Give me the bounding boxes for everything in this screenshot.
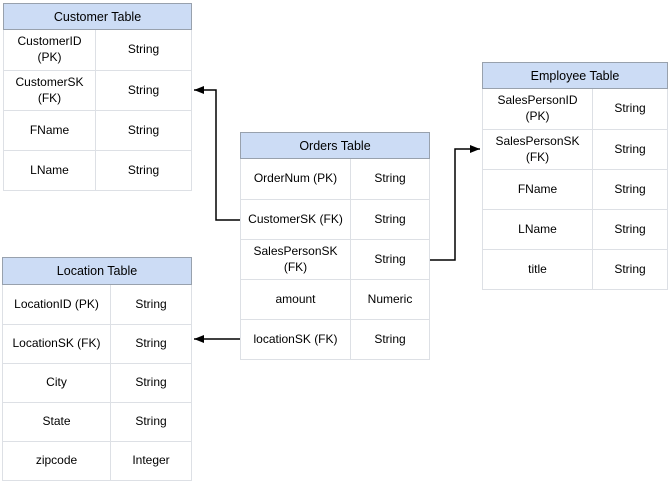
- table-orders-body: OrderNum (PK) String CustomerSK (FK) Str…: [240, 159, 430, 360]
- field-cell: title: [483, 250, 593, 289]
- table-customer[interactable]: Customer Table CustomerID (PK) String Cu…: [3, 3, 192, 191]
- type-cell: String: [614, 261, 646, 276]
- table-row: LName String: [483, 209, 667, 249]
- type-cell: String: [135, 296, 167, 311]
- type-cell: String: [135, 336, 167, 351]
- connector-orders-to-customer[interactable]: [194, 86, 240, 221]
- table-row: SalesPersonSK (FK) String: [483, 129, 667, 169]
- table-row: SalesPersonID (PK) String: [483, 89, 667, 129]
- table-row: zipcode Integer: [3, 441, 191, 480]
- field-cell: LocationSK (FK): [3, 325, 111, 363]
- table-employee-body: SalesPersonID (PK) String SalesPersonSK …: [482, 89, 668, 290]
- type-cell: String: [127, 162, 160, 177]
- type-cell: String: [127, 42, 160, 57]
- table-employee-title: Employee Table: [482, 62, 668, 89]
- table-row: amount Numeric: [241, 279, 429, 319]
- field-cell: SalesPersonID (PK): [483, 89, 593, 129]
- table-row: CustomerSK (FK) String: [241, 199, 429, 239]
- table-row: title String: [483, 249, 667, 289]
- table-customer-body: CustomerID (PK) String CustomerSK (FK) S…: [3, 30, 192, 191]
- table-customer-title: Customer Table: [3, 3, 192, 30]
- table-row: FName String: [483, 169, 667, 209]
- type-cell: Integer: [132, 453, 170, 468]
- field-cell: locationSK (FK): [241, 320, 351, 359]
- field-cell: SalesPersonSK (FK): [483, 130, 593, 169]
- table-row: City String: [3, 363, 191, 402]
- type-cell: String: [135, 375, 167, 390]
- type-cell: String: [614, 221, 646, 236]
- field-cell: SalesPersonSK (FK): [241, 240, 351, 279]
- table-row: OrderNum (PK) String: [241, 159, 429, 199]
- field-cell: LocationID (PK): [3, 285, 111, 324]
- type-cell: String: [127, 122, 160, 137]
- table-row: SalesPersonSK (FK) String: [241, 239, 429, 279]
- table-orders-title: Orders Table: [240, 132, 430, 159]
- field-cell: zipcode: [3, 442, 111, 480]
- table-row: LocationID (PK) String: [3, 285, 191, 324]
- connector-orders-to-employee[interactable]: [430, 145, 480, 261]
- table-row: locationSK (FK) String: [241, 319, 429, 359]
- table-employee[interactable]: Employee Table SalesPersonID (PK) String…: [482, 62, 668, 290]
- table-row: CustomerID (PK) String: [4, 30, 191, 70]
- type-cell: String: [614, 101, 646, 116]
- table-orders[interactable]: Orders Table OrderNum (PK) String Custom…: [240, 132, 430, 360]
- type-cell: Numeric: [367, 291, 413, 306]
- type-cell: String: [614, 141, 646, 156]
- field-cell: OrderNum (PK): [241, 159, 351, 199]
- field-cell: CustomerID (PK): [4, 30, 96, 70]
- field-cell: CustomerSK (FK): [4, 71, 96, 110]
- type-cell: String: [135, 414, 167, 429]
- field-cell: LName: [4, 151, 96, 190]
- table-row: FName String: [4, 110, 191, 150]
- field-cell: LName: [483, 210, 593, 249]
- table-row: State String: [3, 402, 191, 441]
- table-row: CustomerSK (FK) String: [4, 70, 191, 110]
- field-cell: City: [3, 364, 111, 402]
- type-cell: String: [127, 82, 160, 97]
- type-cell: String: [374, 171, 406, 186]
- field-cell: CustomerSK (FK): [241, 200, 351, 239]
- table-location-title: Location Table: [2, 257, 192, 285]
- table-location-body: LocationID (PK) String LocationSK (FK) S…: [2, 285, 192, 481]
- field-cell: FName: [483, 170, 593, 209]
- field-cell: State: [3, 403, 111, 441]
- type-cell: String: [374, 211, 406, 226]
- table-location[interactable]: Location Table LocationID (PK) String Lo…: [2, 257, 192, 481]
- type-cell: String: [614, 181, 646, 196]
- field-cell: FName: [4, 111, 96, 150]
- type-cell: String: [374, 331, 406, 346]
- field-cell: amount: [241, 280, 351, 319]
- table-row: LName String: [4, 150, 191, 190]
- table-row: LocationSK (FK) String: [3, 324, 191, 363]
- type-cell: String: [374, 251, 406, 266]
